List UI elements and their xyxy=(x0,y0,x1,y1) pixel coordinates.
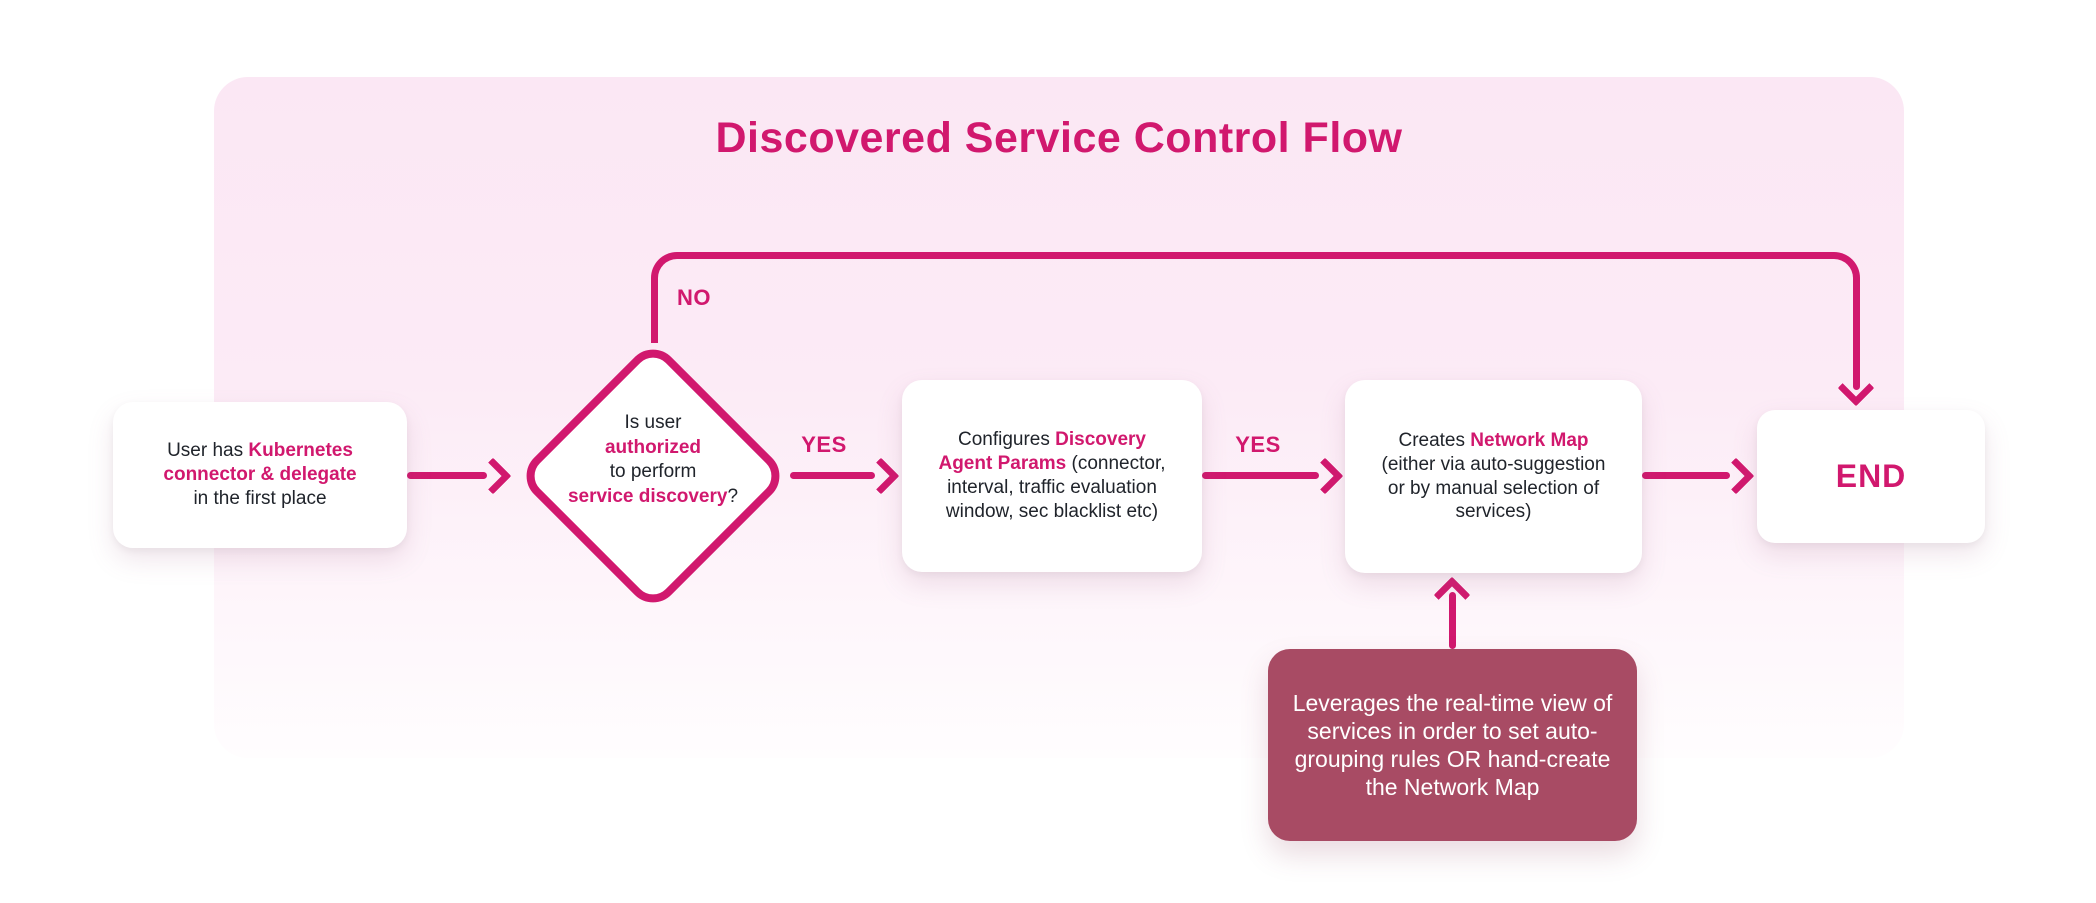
node-end-box: END xyxy=(1757,410,1985,543)
edge-label-no: NO xyxy=(677,285,711,310)
edge-start-to-decision xyxy=(407,472,487,479)
edge-decision-to-configure xyxy=(790,472,875,479)
node-configure-text: Configures Discovery Agent Params (conne… xyxy=(938,429,1166,522)
node-decision-text: Is user authorized to perform service di… xyxy=(567,412,739,507)
page-title: Discovered Service Control Flow xyxy=(715,114,1403,162)
note-box: Leverages the real-time view of services… xyxy=(1268,649,1637,841)
edge-label-yes-2: YES xyxy=(1235,432,1281,457)
edge-no-path-right-leg xyxy=(1853,338,1860,390)
node-configure-box: Configures Discovery Agent Params (conne… xyxy=(902,380,1202,572)
node-start-box: User has Kubernetes connector & delegate… xyxy=(113,402,407,548)
edge-network-map-to-end xyxy=(1642,472,1730,479)
node-end-label: END xyxy=(1835,458,1907,495)
edge-configure-to-network-map xyxy=(1202,472,1319,479)
node-start-text: User has Kubernetes connector & delegate… xyxy=(163,440,357,509)
edge-no-path xyxy=(651,252,1860,343)
node-network-map-box: Creates Network Map (either via auto-sug… xyxy=(1345,380,1642,573)
note-text: Leverages the real-time view of services… xyxy=(1292,690,1613,800)
edge-label-yes-1: YES xyxy=(801,432,847,457)
node-network-map-text: Creates Network Map (either via auto-sug… xyxy=(1381,429,1606,523)
edge-note-to-network-map xyxy=(1449,592,1456,649)
